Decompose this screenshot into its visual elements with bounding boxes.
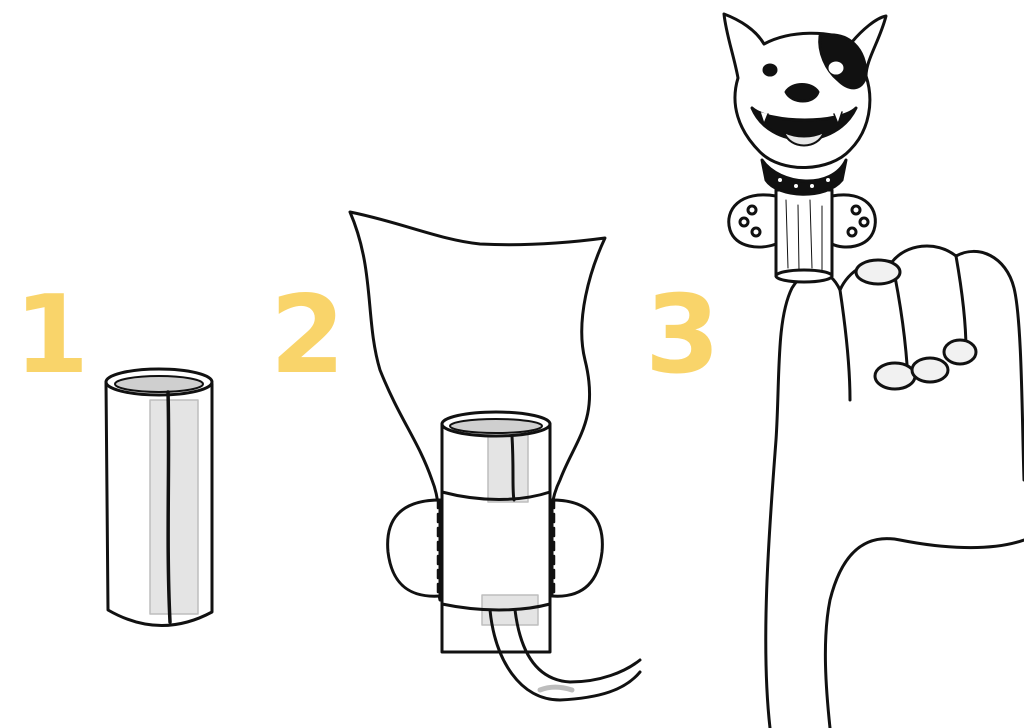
step3-right-eye <box>830 63 842 73</box>
step2-tube-opening <box>450 419 542 433</box>
step-number-1: 1 <box>14 282 89 390</box>
step3-fingernail-2 <box>875 363 915 389</box>
step3-hand <box>766 246 1024 728</box>
step3-collar-stud <box>810 184 814 188</box>
step3-puppet-body <box>776 190 832 276</box>
step1-tape-strip <box>150 400 198 614</box>
step2-strap-tape <box>540 687 572 690</box>
step-number-2: 2 <box>270 282 345 390</box>
step3-fingernail-1 <box>856 260 900 284</box>
step-number-3: 3 <box>645 282 720 390</box>
step3-fingernail-3 <box>912 358 948 382</box>
step2-assembly <box>350 212 640 700</box>
step3-collar-stud <box>826 178 830 182</box>
step3-finished-puppet <box>724 14 1024 728</box>
step1-tube-opening <box>115 376 203 392</box>
step3-fingernail-4 <box>944 340 976 364</box>
step3-left-paw <box>729 195 776 247</box>
step3-nose <box>786 85 818 102</box>
step1-paper-tube <box>106 369 212 626</box>
step3-left-eye <box>764 65 776 75</box>
step1-seam <box>168 392 170 622</box>
step3-collar-stud <box>778 178 782 182</box>
step3-body-bottom <box>776 270 832 282</box>
step3-collar-stud <box>794 184 798 188</box>
step2-tape-top <box>488 430 528 502</box>
step2-seam <box>512 436 514 500</box>
